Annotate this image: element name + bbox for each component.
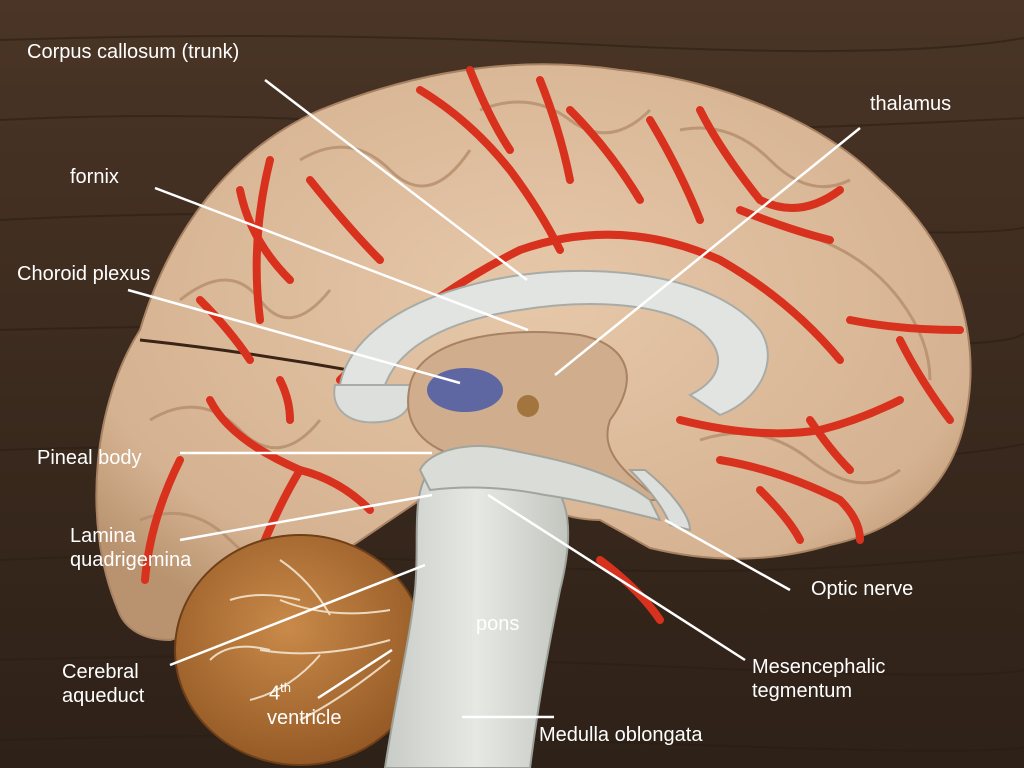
leader-lines [127,79,861,719]
line-fourth-ventricle [317,648,393,700]
label-medulla-oblongata: Medulla oblongata [539,724,703,746]
label-fourth-sup: th [280,680,291,695]
label-choroid-plexus: Choroid plexus [17,263,151,285]
line-corpus-callosum [264,79,528,281]
pineal-gland [517,395,539,417]
label-lamina-line1: Lamina [70,525,136,547]
arbor-vitae [209,559,391,721]
label-cerebral-line1: Cerebral [62,661,139,683]
label-mesencephalic-tegmentum: Mesencephalic tegmentum [752,655,885,703]
label-lamina-line2: quadrigemina [70,549,192,571]
line-thalamus [554,127,861,376]
line-optic-nerve [664,518,791,592]
label-cerebral-line2: aqueduct [62,685,145,707]
label-mesencephalic-line2: tegmentum [752,680,853,702]
label-fornix: fornix [70,166,119,188]
optic-nerve-shape [627,469,692,532]
line-fornix [154,186,529,332]
label-thalamus: thalamus [870,93,952,115]
choroid-plexus-blue [427,368,503,412]
label-pons: pons [476,613,520,635]
label-optic-nerve: Optic nerve [811,578,914,600]
label-lamina-quadrigemina: Lamina quadrigemina [70,524,191,572]
corpus-callosum [338,269,769,417]
line-choroid-plexus [127,288,461,385]
label-cerebral-aqueduct: Cerebral aqueduct [62,660,144,708]
line-cerebral-aqueduct [169,563,426,667]
line-lamina-quadrigemina [179,493,433,542]
midbrain [418,445,662,522]
label-fourth-number: 4 [269,682,281,705]
cerebellum [174,534,426,766]
line-mesencephalic-tegmentum [487,493,746,662]
label-corpus-callosum: Corpus callosum (trunk) [27,41,240,63]
label-fourth-ventricle: 4th ventricle [267,676,341,730]
label-mesencephalic-line1: Mesencephalic [752,656,886,678]
label-fourth-line2: ventricle [267,706,342,729]
label-pineal-body: Pineal body [37,447,142,469]
